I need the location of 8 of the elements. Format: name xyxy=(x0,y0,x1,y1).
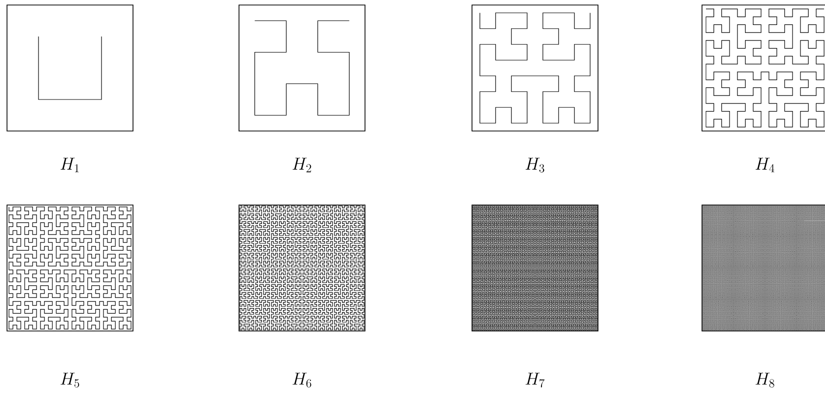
curve-label: $H_4$ xyxy=(756,158,774,172)
curve-label: $H_6$ xyxy=(292,372,312,388)
curve-label: $H_8$ xyxy=(756,372,774,388)
curve-label: $H_5$ xyxy=(60,372,80,388)
curve-label: $H_3$ xyxy=(526,158,544,172)
curve-label: $H_7$ xyxy=(526,372,545,388)
curve-label: $H_1$ xyxy=(60,158,79,172)
curve-label: $H_2$ xyxy=(292,158,312,172)
